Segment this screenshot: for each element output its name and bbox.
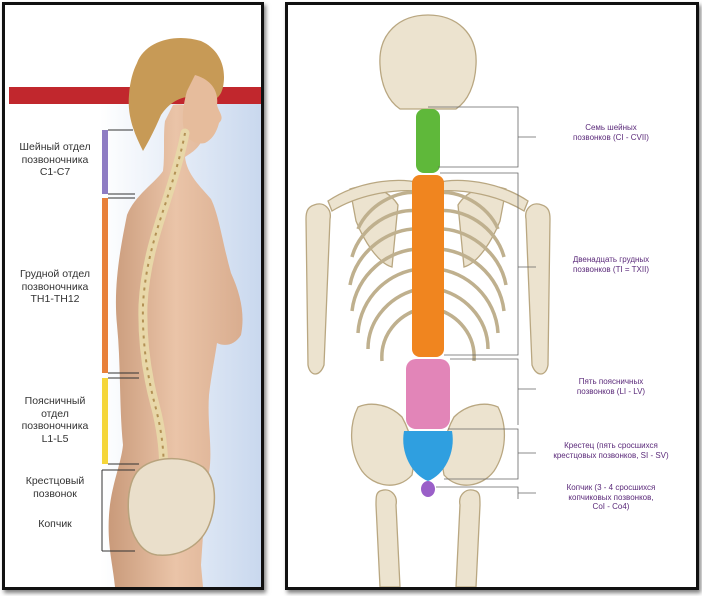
cervical-label: Шейный отдел позвоночника C1-C7 bbox=[11, 141, 99, 179]
right-coccyx-label: Копчик (3 - 4 сросшихся копчиковых позво… bbox=[526, 483, 696, 512]
lumbar-label-line3: позвоночника bbox=[21, 420, 89, 432]
right-sacrum-label-line1: Крестец (пять сросшихся bbox=[564, 441, 658, 450]
left-humerus bbox=[305, 203, 331, 375]
left-pelvis bbox=[350, 403, 415, 486]
thoracic-label-line2: позвоночника bbox=[21, 280, 89, 293]
left-femur bbox=[375, 489, 401, 587]
right-cervical-label: Семь шейных позвонков (CI - CVII) bbox=[526, 123, 696, 142]
right-pelvis bbox=[441, 403, 506, 486]
sacrum bbox=[403, 431, 453, 481]
lumbar-label: Поясничный отдел позвоночника L1-L5 bbox=[11, 395, 99, 445]
sacral-label-line2: позвонок bbox=[33, 487, 77, 500]
skull bbox=[379, 14, 477, 110]
lumbar-bar bbox=[102, 378, 108, 464]
face bbox=[182, 75, 222, 144]
lumbar-label-line2: отдел bbox=[41, 407, 69, 420]
right-cervical-label-line2: позвонков (CI - CVII) bbox=[573, 132, 649, 142]
thoracic-label-line1: Грудной отдел bbox=[19, 268, 91, 280]
right-coccyx-label-line1: Копчик (3 - 4 сросшихся bbox=[566, 483, 656, 492]
sacral-label-line1: Крестцовый bbox=[25, 475, 85, 487]
right-femur bbox=[455, 489, 481, 587]
right-sacrum-label: Крестец (пять сросшихся крестцовых позво… bbox=[526, 441, 696, 460]
right-thoracic-label: Двенадцать грудных позвонков (TI = TXII) bbox=[526, 255, 696, 274]
cervical-label-line2: позвоночника bbox=[21, 153, 89, 166]
lumbar-label-line1: Поясничный bbox=[24, 395, 86, 407]
right-coccyx-label-line2: копчиковых позвонков, bbox=[568, 492, 654, 502]
hair bbox=[128, 37, 225, 151]
back-view-illustration bbox=[305, 14, 551, 587]
right-coccyx-label-line3: CoI - Co4) bbox=[592, 502, 630, 511]
cervical-vertebrae bbox=[416, 109, 440, 173]
right-lumbar-label-line2: позвонков (LI - LV) bbox=[576, 386, 646, 396]
lumbar-vertebrae bbox=[406, 359, 450, 429]
right-thoracic-label-line1: Двенадцать грудных bbox=[572, 255, 650, 264]
side-view-illustration bbox=[9, 37, 261, 587]
thoracic-label: Грудной отдел позвоночника TH1-TH12 bbox=[11, 268, 99, 306]
thoracic-label-line3: TH1-TH12 bbox=[30, 293, 80, 305]
cervical-label-line3: C1-C7 bbox=[39, 166, 71, 178]
side-view-panel: Шейный отдел позвоночника C1-C7 Грудной … bbox=[2, 2, 264, 590]
coccyx-label: Копчик bbox=[11, 518, 99, 531]
back-view-leader-lines bbox=[428, 106, 536, 499]
right-sacrum-label-line2: крестцовых позвонков, SI - SV) bbox=[553, 450, 669, 460]
pelvis-bone bbox=[127, 457, 216, 556]
right-lumbar-label-line1: Пять поясничных bbox=[578, 377, 644, 386]
lumbar-label-line4: L1-L5 bbox=[41, 432, 69, 445]
sacral-label: Крестцовый позвонок bbox=[11, 475, 99, 500]
side-view-brackets bbox=[101, 129, 139, 552]
right-humerus bbox=[525, 203, 551, 375]
spine-detail bbox=[141, 132, 186, 486]
thoracic-bar bbox=[102, 198, 108, 373]
coccyx bbox=[421, 481, 435, 497]
cervical-label-line1: Шейный отдел bbox=[19, 141, 91, 153]
coccyx-label-line1: Копчик bbox=[38, 518, 72, 530]
thoracic-vertebrae bbox=[412, 175, 444, 357]
skeleton-bones bbox=[305, 14, 551, 587]
right-thoracic-label-line2: позвонков (TI = TXII) bbox=[573, 264, 649, 274]
right-lumbar-label: Пять поясничных позвонков (LI - LV) bbox=[526, 377, 696, 396]
back-view-panel: Семь шейных позвонков (CI - CVII) Двенад… bbox=[285, 2, 699, 590]
right-cervical-label-line1: Семь шейных bbox=[585, 123, 637, 132]
cervical-bar bbox=[102, 130, 108, 194]
